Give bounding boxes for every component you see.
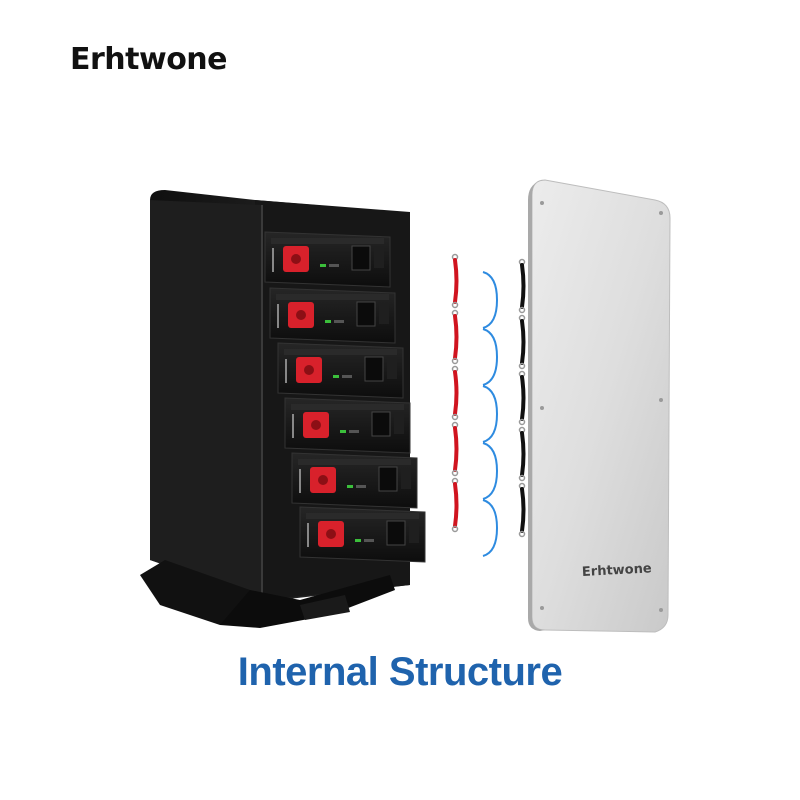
battery-modules — [264, 231, 426, 563]
battery-module — [269, 287, 396, 344]
battery-module — [291, 452, 418, 509]
black-cables — [518, 258, 526, 538]
red-cables — [451, 253, 459, 533]
cable-segment — [451, 309, 459, 365]
cable-segment — [518, 426, 526, 482]
connection-brackets — [482, 271, 499, 557]
cover-panel: Erhtwone — [528, 179, 671, 633]
cable-segment — [518, 370, 526, 426]
bracket-icon — [482, 499, 499, 557]
brand-logo: Erhtwone — [70, 42, 228, 77]
cable-segment — [518, 482, 526, 538]
bracket-icon — [482, 385, 499, 443]
cable-segment — [451, 421, 459, 477]
cable-segment — [451, 253, 459, 309]
cable-segment — [451, 365, 459, 421]
battery-module — [284, 397, 411, 454]
caption-title: Internal Structure — [237, 650, 563, 694]
cover-panel-logo: Erhtwone — [582, 561, 653, 580]
bracket-icon — [482, 442, 499, 500]
bracket-icon — [482, 271, 499, 329]
cable-segment — [451, 477, 459, 533]
cable-segment — [518, 258, 526, 314]
bracket-icon — [482, 328, 499, 386]
battery-module — [277, 342, 404, 399]
battery-module — [264, 231, 391, 288]
battery-module — [299, 506, 426, 563]
cable-segment — [518, 314, 526, 370]
